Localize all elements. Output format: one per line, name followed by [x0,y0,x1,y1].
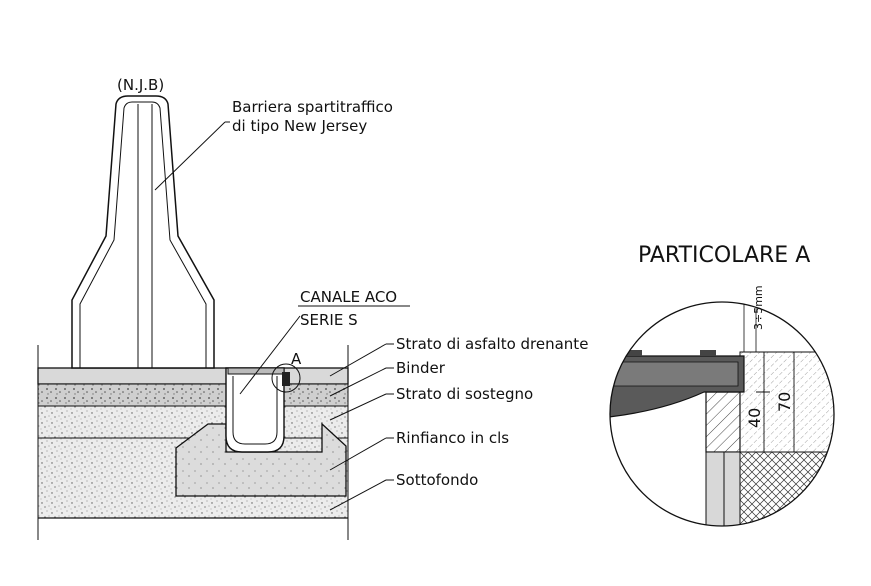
detail-gap-label: 3÷5mm [752,285,765,330]
detail-dim-70: 70 [775,392,794,412]
concrete-haunch [175,422,347,497]
layer-stack [37,345,349,540]
detail-a-view [610,302,834,526]
detail-circle-frame [609,301,835,527]
channel-label-line2: SERIE S [300,311,358,329]
barrier-label-line2: di tipo New Jersey [232,117,367,135]
channel-label-line1: CANALE ACO [300,288,397,306]
detail-a-block [282,372,290,386]
layer-label-binder: Binder [396,359,446,377]
layer-label-subgrade: Sottofondo [396,471,478,489]
leader-lines [154,121,410,511]
detail-dim-40: 40 [745,408,764,428]
layer-label-haunch: Rinfianco in cls [396,429,509,447]
layer-asphalt [37,367,349,385]
new-jersey-barrier [71,95,215,369]
detail-marker: A [291,350,302,368]
detail-a-circle [271,363,301,393]
layer-support [37,405,349,439]
detail-title: PARTICOLARE A [638,243,810,268]
layer-binder [37,383,349,407]
layer-label-asphalt: Strato di asfalto drenante [396,335,588,353]
barrier-label-line1: Barriera spartitraffico [232,98,393,116]
aco-channel [225,367,290,453]
layer-label-support: Strato di sostegno [396,385,533,403]
barrier-tag: (N.J.B) [117,76,164,94]
